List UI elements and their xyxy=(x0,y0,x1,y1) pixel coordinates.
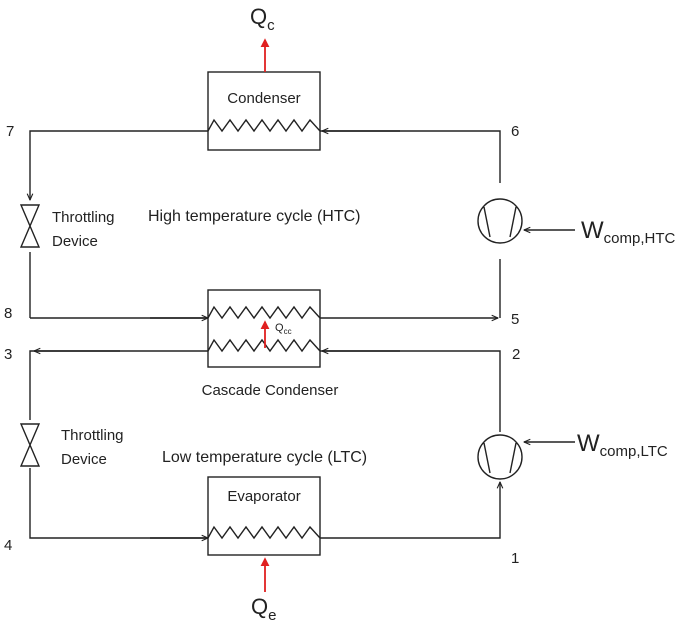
state-6: 6 xyxy=(511,123,519,140)
cascade-coil-upper xyxy=(207,305,321,320)
evaporator-label: Evaporator xyxy=(227,488,300,505)
state-8: 8 xyxy=(4,305,12,322)
cascade-coil-lower xyxy=(207,338,321,353)
state-7: 7 xyxy=(6,123,14,140)
state-4: 4 xyxy=(4,537,12,554)
throttle-valve-htc xyxy=(19,204,41,248)
qe-label: Qe xyxy=(251,594,276,624)
cascade-condenser-box xyxy=(207,289,321,368)
state-5: 5 xyxy=(511,311,519,328)
compressor-ltc xyxy=(477,434,523,480)
condenser-label: Condenser xyxy=(227,90,300,107)
w-comp-htc-label: Wcomp,HTC xyxy=(581,217,675,247)
evaporator-box xyxy=(207,476,321,556)
condenser-coil xyxy=(207,118,321,133)
throttle-ltc-label-line2: Device xyxy=(61,451,107,468)
state-2: 2 xyxy=(512,346,520,363)
state-1: 1 xyxy=(511,550,519,567)
throttle-valve-ltc xyxy=(19,423,41,467)
throttle-htc-label-line1: Throttling xyxy=(52,209,115,226)
compressor-htc xyxy=(477,198,523,244)
throttle-htc-label-line2: Device xyxy=(52,233,98,250)
ltc-cycle-label: Low temperature cycle (LTC) xyxy=(162,449,367,466)
w-comp-ltc-label: Wcomp,LTC xyxy=(577,430,668,460)
htc-cycle-label: High temperature cycle (HTC) xyxy=(148,208,361,225)
qc-label: Qc xyxy=(250,4,275,34)
qcc-label: Qcc xyxy=(275,322,292,336)
throttle-ltc-label-line1: Throttling xyxy=(61,427,124,444)
cascade-condenser-label: Cascade Condenser xyxy=(202,382,339,399)
state-3: 3 xyxy=(4,346,12,363)
condenser-box xyxy=(207,71,321,151)
evaporator-coil xyxy=(207,525,321,540)
